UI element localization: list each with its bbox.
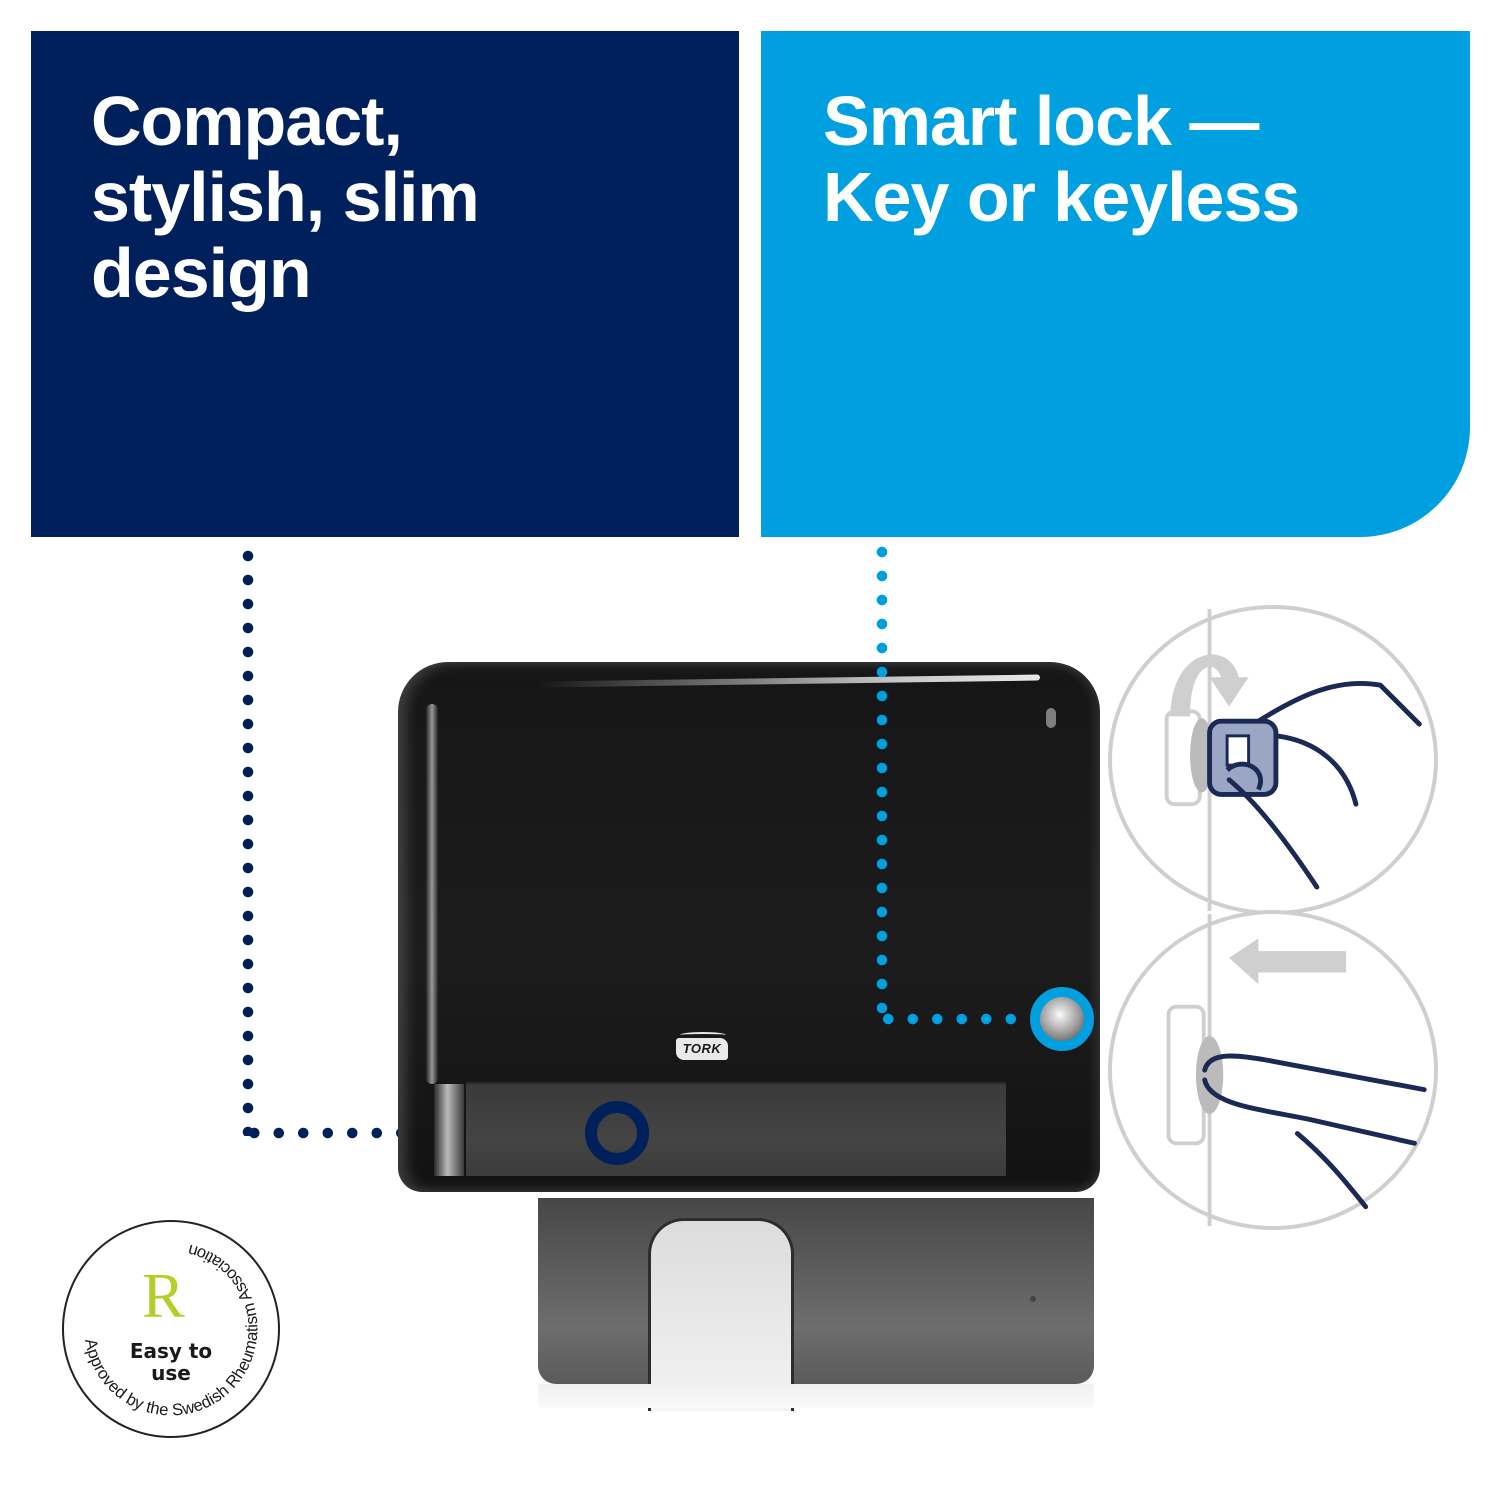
rheumatism-logo: R — [142, 1260, 185, 1331]
towel-dispenser: TORK — [398, 662, 1100, 1192]
connector-dots-design-vertical — [242, 544, 254, 1136]
feature-panel-design: Compact, stylish, slim design — [31, 31, 739, 537]
hand-key-icon — [1164, 609, 1422, 912]
dispenser-tray — [538, 1198, 1094, 1411]
finger-push-icon — [1166, 914, 1427, 1227]
towel-opening — [648, 1218, 794, 1411]
indicator-dot — [1030, 1296, 1036, 1302]
feature-headline-smart-lock: Smart lock — Key or keyless — [823, 82, 1300, 236]
feature-panel-smart-lock: Smart lock — Key or keyless — [761, 31, 1470, 537]
badge-ring-text: Approved by the Swedish Rheumatism Assoc… — [81, 1241, 261, 1420]
illustration-key-unlock — [1108, 605, 1438, 915]
certification-badge: Approved by the Swedish Rheumatism Assoc… — [62, 1220, 280, 1438]
dispenser-front-panel — [434, 1082, 1006, 1176]
dispenser-panel-edge — [434, 1084, 464, 1176]
tork-logo: TORK — [676, 1032, 728, 1060]
towel-stack-edge — [538, 1384, 1094, 1408]
lock-highlight-ring — [1030, 987, 1094, 1051]
dispenser-highlight — [426, 704, 438, 1084]
feature-headline-design: Compact, stylish, slim design — [91, 82, 480, 312]
connector-dots-lock-horizontal — [876, 1013, 1026, 1025]
badge-easy-to-use: Easy to use — [129, 1339, 213, 1385]
illustration-keyless-push — [1108, 910, 1438, 1230]
highlight-ring-design — [585, 1101, 649, 1165]
dispenser-highlight — [1046, 708, 1056, 728]
dispenser-highlight — [538, 674, 1040, 688]
connector-dots-lock-vertical — [876, 540, 888, 1020]
